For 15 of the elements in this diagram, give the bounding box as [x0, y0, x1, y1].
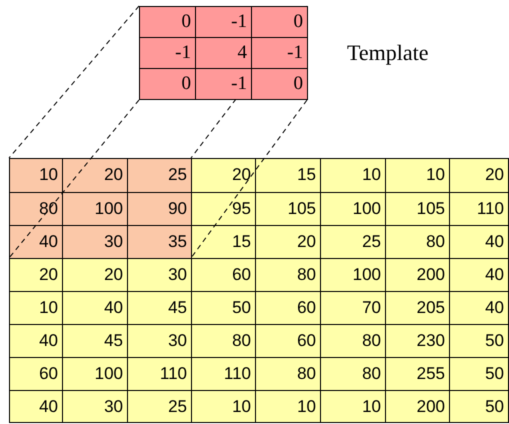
- template-caption: Template: [347, 40, 429, 66]
- table-cell: 0: [139, 68, 196, 100]
- table-cell: 0: [251, 6, 308, 38]
- projection-line: [8, 100, 140, 258]
- highlighted-region: [9, 158, 191, 258]
- table-cell: 20: [449, 158, 509, 193]
- table-cell: 0: [251, 68, 308, 100]
- table-cell: 50: [449, 390, 509, 423]
- template-grid: [139, 6, 307, 100]
- table-cell: 0: [139, 6, 196, 38]
- table-cell: 40: [9, 390, 63, 423]
- projection-line: [8, 6, 140, 158]
- projection-line: [190, 100, 308, 258]
- image-grid: [9, 158, 509, 423]
- table-cell: 10: [9, 158, 63, 193]
